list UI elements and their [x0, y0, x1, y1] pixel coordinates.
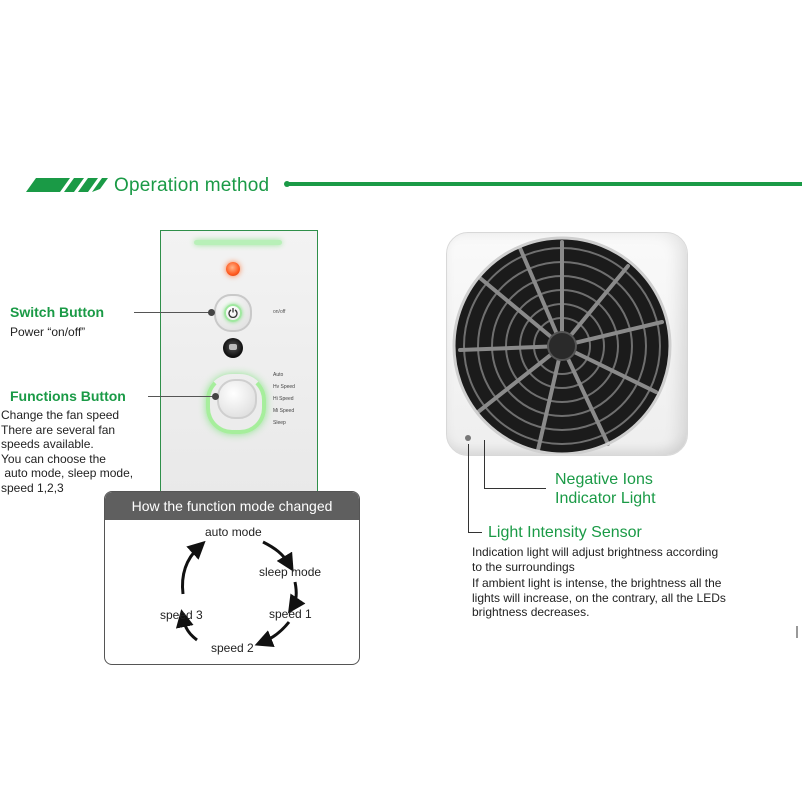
- edge-mark: [796, 626, 798, 638]
- ions-pointer-horizontal: [484, 488, 546, 489]
- functions-desc-line: There are several fan: [1, 422, 116, 437]
- light-sensor-desc-line: brightness decreases.: [472, 605, 590, 619]
- power-button[interactable]: [214, 294, 252, 332]
- functions-desc-line: You can choose the: [1, 451, 106, 466]
- header-rule: [289, 182, 802, 186]
- panel-mode-mi: Mi Speed: [273, 408, 295, 414]
- functions-desc-line: auto mode, sleep mode,: [1, 466, 134, 481]
- switch-pointer-line: [134, 312, 210, 313]
- mode-step-speed2: speed 2: [211, 641, 254, 655]
- functions-pointer-dot: [212, 393, 219, 400]
- mode-step-auto: auto mode: [205, 525, 262, 539]
- switch-button-desc: Power “on/off”: [10, 325, 86, 339]
- ions-pointer-vertical: [484, 440, 485, 488]
- power-ring-light: [224, 304, 242, 322]
- power-icon: [228, 308, 238, 318]
- negative-ions-label-line1: Negative Ions: [555, 471, 653, 488]
- mode-cycle-box: How the function mode changed auto mode …: [104, 491, 360, 665]
- functions-desc-line: speed 1,2,3: [1, 480, 64, 495]
- negative-ions-label-line2: Indicator Light: [555, 490, 656, 507]
- sensor-pointer-horizontal: [468, 532, 482, 533]
- switch-button-heading: Switch Button: [10, 304, 105, 320]
- fan-grille: [452, 236, 672, 454]
- panel-mode-auto: Auto: [273, 372, 284, 378]
- mode-cycle-arrows: [175, 540, 306, 648]
- functions-ring-light: [206, 374, 266, 434]
- panel-top-light: [194, 240, 282, 245]
- page-title: Operation method: [114, 175, 270, 196]
- mode-step-speed1: speed 1: [269, 607, 312, 621]
- mode-step-speed3: speed 3: [160, 608, 203, 622]
- functions-desc-line: speeds available.: [1, 437, 94, 452]
- panel-onoff-label: on/off: [273, 309, 286, 315]
- panel-mode-hv: Hv Speed: [273, 384, 295, 390]
- header-rule-dot: [284, 181, 290, 187]
- panel-mode-sleep: Sleep: [273, 420, 286, 426]
- sensor-dot: [229, 344, 237, 350]
- light-sensor-heading: Light Intensity Sensor: [488, 524, 642, 541]
- power-indicator-led: [226, 262, 240, 276]
- functions-desc-line: Change the fan speed: [1, 408, 120, 422]
- panel-mode-labels: Auto Hv Speed Hi Speed Mi Speed Sleep: [273, 369, 295, 429]
- light-sensor-desc-line: lights will increase, on the contrary, a…: [472, 590, 726, 605]
- negative-ions-indicator-light: [465, 435, 471, 441]
- light-sensor-desc: Indication light will adjust brightness …: [472, 545, 726, 620]
- light-sensor-desc-line: to the surroundings: [472, 559, 575, 574]
- light-sensor-window: [223, 338, 243, 358]
- functions-pointer-line: [148, 396, 214, 397]
- header-stripes: [26, 178, 108, 192]
- functions-button-heading: Functions Button: [10, 388, 126, 404]
- mode-step-sleep: sleep mode: [259, 565, 322, 579]
- panel-mode-hi: Hi Speed: [273, 396, 294, 402]
- sensor-pointer-vertical: [468, 444, 469, 532]
- mode-cycle-title: How the function mode changed: [105, 492, 359, 520]
- functions-button[interactable]: [217, 379, 257, 419]
- control-panel: on/off Auto Hv Speed Hi Speed Mi Speed S…: [160, 230, 318, 494]
- functions-button-desc: Change the fan speed There are several f…: [1, 408, 133, 496]
- switch-pointer-dot: [208, 309, 215, 316]
- light-sensor-desc-line: If ambient light is intense, the brightn…: [472, 576, 722, 590]
- light-sensor-desc-line: Indication light will adjust brightness …: [472, 545, 719, 559]
